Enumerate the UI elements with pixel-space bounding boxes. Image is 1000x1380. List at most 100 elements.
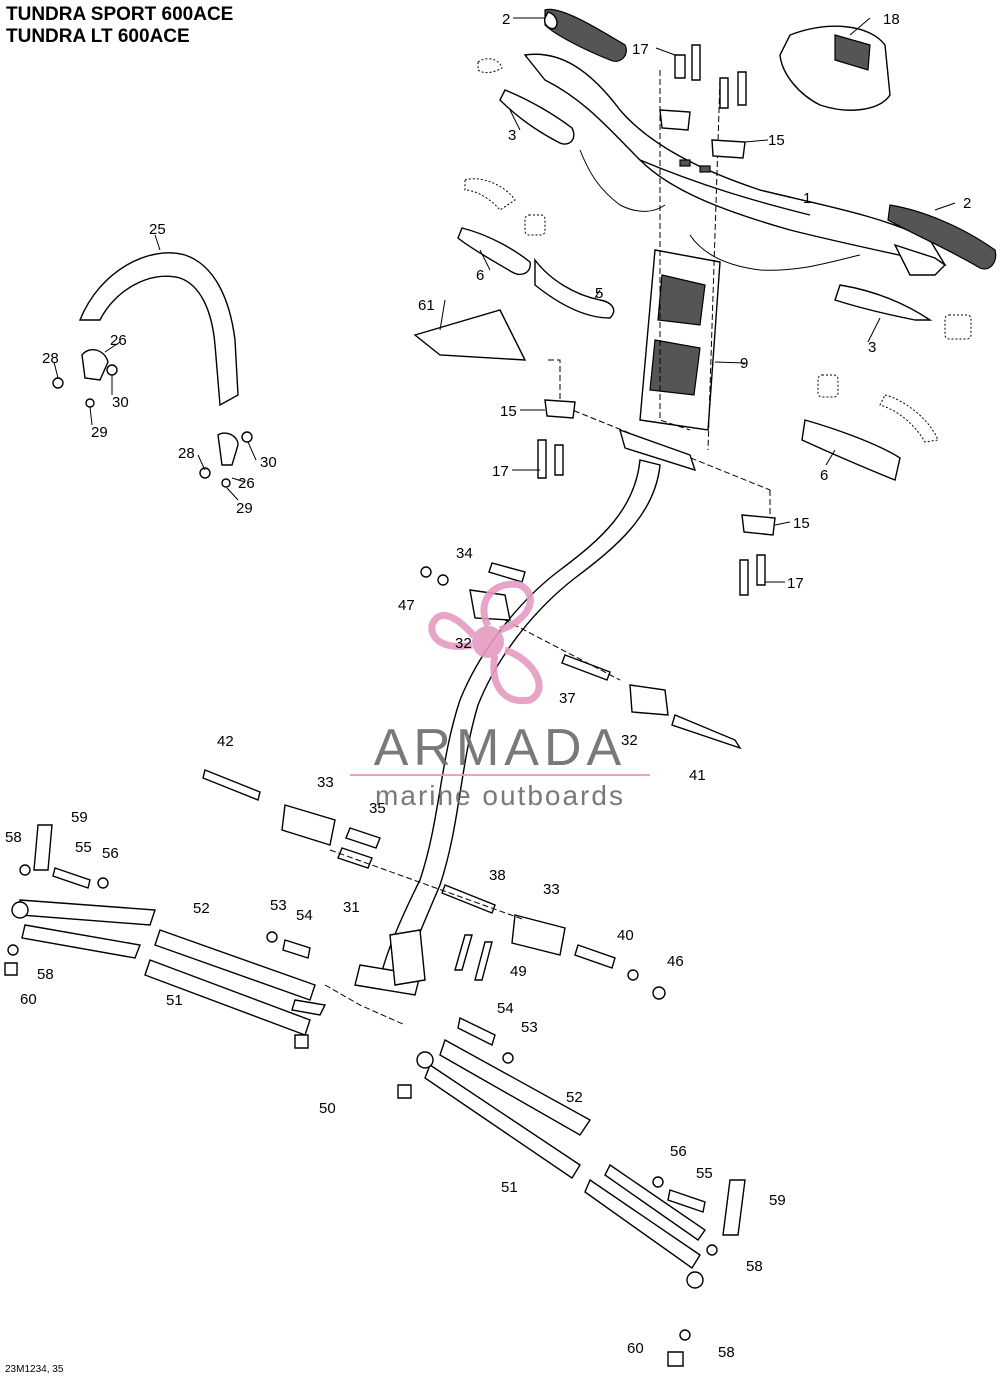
callout-32: 32: [621, 732, 638, 749]
callout-51: 51: [166, 992, 183, 1009]
callout-58: 58: [718, 1344, 735, 1361]
callout-61: 61: [418, 297, 435, 314]
callout-30: 30: [260, 454, 277, 471]
callout-6: 6: [476, 267, 484, 284]
bracket-15-low: [741, 514, 776, 536]
bolt-49: [454, 934, 493, 981]
protector-left: [457, 227, 531, 276]
protector-right: [801, 419, 901, 481]
callout-59: 59: [71, 809, 88, 826]
callout-6: 6: [820, 467, 828, 484]
callout-49: 49: [510, 963, 527, 980]
callout-56: 56: [670, 1143, 687, 1160]
link-40: [574, 944, 616, 969]
handlebar: [523, 53, 947, 276]
flap: [78, 252, 239, 407]
callout-50: 50: [319, 1100, 336, 1117]
callout-55: 55: [696, 1165, 713, 1182]
clip-26-top: [81, 348, 109, 381]
callout-33: 33: [317, 774, 334, 791]
bolt-42: [202, 769, 261, 801]
callout-28: 28: [42, 350, 59, 367]
callout-51: 51: [501, 1179, 518, 1196]
callout-59: 59: [769, 1192, 786, 1209]
callout-35: 35: [369, 800, 386, 817]
title-line-1: TUNDRA SPORT 600ACE: [6, 4, 234, 25]
watermark: ARMADA marine outboards: [350, 580, 650, 811]
bracket-15-top-right: [711, 139, 746, 159]
callout-labels: 1 2 2 3 3 5 6 6 9 15 15 15 17 17 17 18 2…: [5, 11, 971, 1361]
tie-rod-right: [416, 1038, 706, 1289]
title-line-2: TUNDRA LT 600ACE: [6, 26, 190, 47]
callout-53: 53: [270, 897, 287, 914]
block-33-right: [511, 914, 566, 956]
callout-26: 26: [110, 332, 127, 349]
bracket-15-top-left: [659, 109, 691, 131]
callout-52: 52: [193, 900, 210, 917]
clamp: [534, 257, 615, 319]
callout-41: 41: [689, 767, 706, 784]
callout-33: 33: [543, 881, 560, 898]
callout-15: 15: [500, 403, 517, 420]
callout-18: 18: [883, 11, 900, 28]
callout-31: 31: [343, 899, 360, 916]
throttle-cable: [579, 149, 666, 212]
heater-element-right: [834, 284, 933, 321]
bolt-41: [671, 714, 742, 750]
callout-34: 34: [456, 545, 473, 562]
bracket-15-mid: [544, 399, 576, 419]
callout-9: 9: [740, 355, 748, 372]
support-plate: [413, 309, 527, 361]
callout-25: 25: [149, 221, 166, 238]
spacer-38: [441, 884, 496, 914]
steering-column: [354, 428, 697, 996]
callout-3: 3: [868, 339, 876, 356]
callout-42: 42: [217, 733, 234, 750]
cap-34: [488, 562, 526, 583]
callout-60: 60: [20, 991, 37, 1008]
spacer-37: [561, 654, 611, 681]
bolt-17: [537, 44, 766, 596]
callout-53: 53: [521, 1019, 538, 1036]
callout-29: 29: [91, 424, 108, 441]
callout-17: 17: [787, 575, 804, 592]
callout-60: 60: [627, 1340, 644, 1357]
callout-32: 32: [455, 635, 472, 652]
callout-55: 55: [75, 839, 92, 856]
heater-element-left: [499, 89, 575, 145]
watermark-propeller-hub: [472, 626, 504, 658]
diagram-title: TUNDRA SPORT 600ACE TUNDRA LT 600ACE: [6, 4, 233, 48]
callout-29: 29: [236, 500, 253, 517]
callout-58: 58: [5, 829, 22, 846]
callout-54: 54: [296, 907, 313, 924]
bushing-35: [337, 827, 381, 869]
callout-37: 37: [559, 690, 576, 707]
tie-rod-left: [11, 899, 327, 1036]
callout-26: 26: [238, 475, 255, 492]
figure-reference: 23M1234, 35: [5, 1364, 64, 1375]
clip-26-bottom: [217, 432, 239, 466]
watermark-brand: ARMADA: [374, 719, 626, 777]
callout-30: 30: [112, 394, 129, 411]
callout-1: 1: [803, 190, 811, 207]
callout-17: 17: [632, 41, 649, 58]
callout-56: 56: [102, 845, 119, 862]
callout-5: 5: [595, 285, 603, 302]
block-32-lower: [629, 684, 669, 716]
callout-15: 15: [793, 515, 810, 532]
block-33-left: [281, 804, 336, 846]
callout-46: 46: [667, 953, 684, 970]
callout-54: 54: [497, 1000, 514, 1017]
callout-2: 2: [963, 195, 971, 212]
callout-52: 52: [566, 1089, 583, 1106]
callout-15: 15: [768, 132, 785, 149]
riser-plate: [639, 249, 721, 431]
callout-40: 40: [617, 927, 634, 944]
callout-2: 2: [502, 11, 510, 28]
grip-right: [887, 204, 997, 270]
callout-38: 38: [489, 867, 506, 884]
callout-58: 58: [746, 1258, 763, 1275]
grip-left: [543, 8, 627, 62]
callout-58: 58: [37, 966, 54, 983]
